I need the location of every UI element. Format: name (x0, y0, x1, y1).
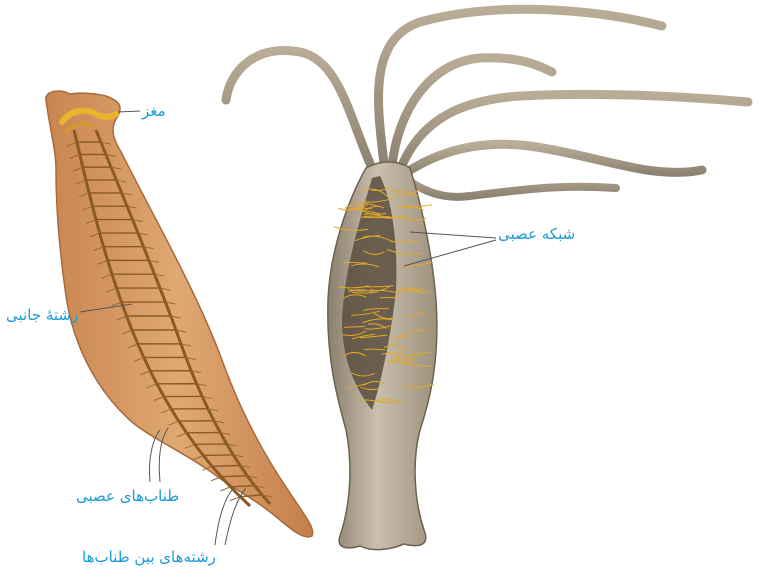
transverse-connective (203, 455, 233, 456)
label-brain: مغز (142, 102, 166, 120)
hydra (226, 9, 748, 549)
planarian-body (46, 91, 313, 537)
label-connecting-cords: رشته‌های بین طناب‌ها (82, 548, 216, 566)
label-nerve-ladders: طناب‌های عصبی (76, 487, 179, 505)
nerve-branch (221, 487, 231, 491)
planarian (46, 91, 313, 537)
label-nerve-net: شبکه عصبی (498, 225, 575, 243)
nerve-net-fiber (380, 297, 400, 298)
transverse-connective (212, 466, 240, 467)
hydra-tentacles (226, 9, 748, 197)
label-lateral-cord: رشتهٔ جانبی (6, 306, 78, 324)
